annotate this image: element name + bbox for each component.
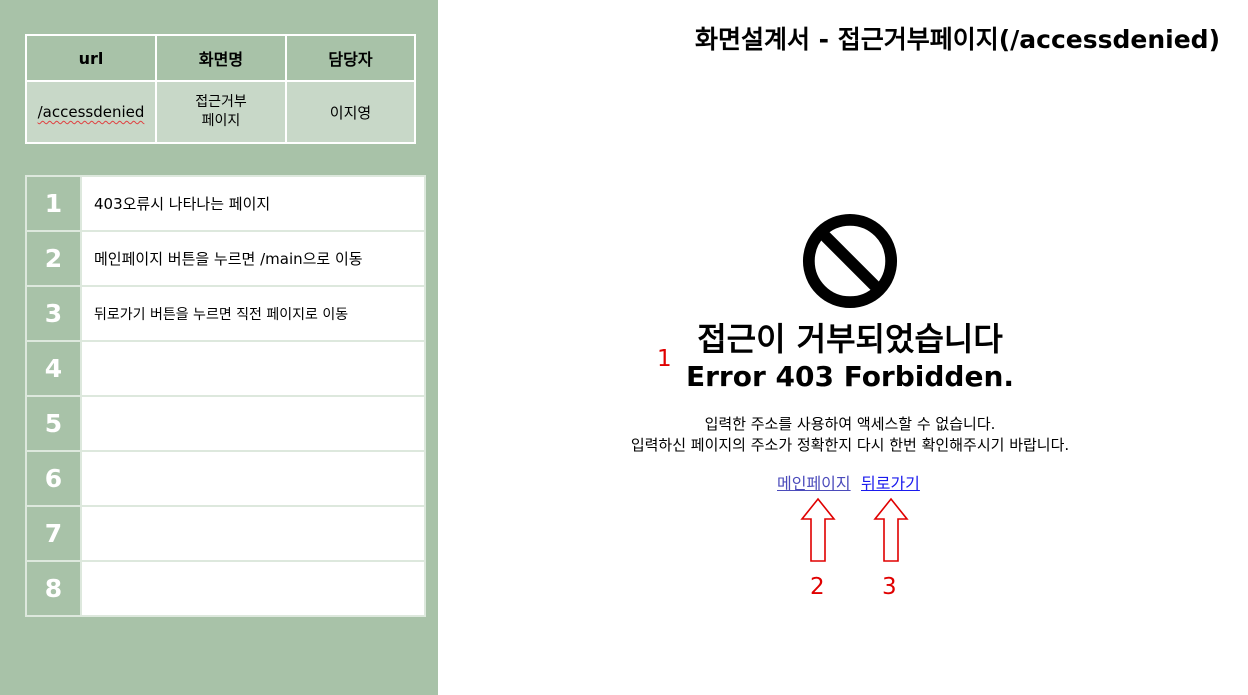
info-screen-name-cell: 접근거부 페이지 [155, 80, 287, 144]
description-text [80, 340, 426, 397]
description-number: 8 [25, 560, 82, 617]
page-title: 화면설계서 - 접근거부페이지(/accessdenied) [695, 20, 1220, 56]
annotation-marker-2: 2 [810, 574, 825, 600]
description-number: 3 [25, 285, 82, 342]
info-screen-name-line2: 페이지 [201, 113, 241, 129]
description-row: 6 [25, 450, 426, 507]
info-header-owner: 담당자 [285, 34, 416, 82]
description-number: 5 [25, 395, 82, 452]
annotation-marker-3: 3 [882, 574, 897, 600]
error-message-line1: 입력한 주소를 사용하여 액세스할 수 없습니다. [704, 415, 996, 433]
info-url-value: /accessdenied [37, 103, 145, 121]
description-text: 뒤로가기 버튼을 누르면 직전 페이지로 이동 [80, 285, 426, 342]
sidebar-panel: url 화면명 담당자 /accessdenied 접근거부 페이지 이지영 1… [0, 0, 438, 695]
screen-info-table: url 화면명 담당자 /accessdenied 접근거부 페이지 이지영 [25, 34, 416, 144]
info-header-screen-name: 화면명 [155, 34, 287, 82]
description-text [80, 450, 426, 507]
arrow-up-icon [873, 497, 909, 562]
description-row: 8 [25, 560, 426, 617]
annotation-marker-1: 1 [657, 346, 672, 372]
go-back-link[interactable]: 뒤로가기 [861, 474, 920, 493]
page-title-text: 화면설계서 - 접근거부페이지(/accessdenied) [694, 25, 1220, 54]
info-header-url: url [25, 34, 157, 82]
info-header-row: url 화면명 담당자 [25, 34, 416, 82]
error-403-heading: Error 403 Forbidden. [685, 360, 1015, 393]
description-text: 403오류시 나타나는 페이지 [80, 175, 426, 232]
error-message-line2: 입력하신 페이지의 주소가 정확한지 다시 한번 확인해주시기 바랍니다. [630, 436, 1070, 454]
info-owner-cell: 이지영 [285, 80, 416, 144]
info-body-row: /accessdenied 접근거부 페이지 이지영 [25, 80, 416, 144]
description-number: 4 [25, 340, 82, 397]
description-row: 5 [25, 395, 426, 452]
description-text [80, 505, 426, 562]
description-number: 6 [25, 450, 82, 507]
description-row: 1 403오류시 나타나는 페이지 [25, 175, 426, 232]
arrow-up-icon [800, 497, 836, 562]
description-row: 3 뒤로가기 버튼을 누르면 직전 페이지로 이동 [25, 285, 426, 342]
description-number: 1 [25, 175, 82, 232]
main-page-link[interactable]: 메인페이지 [777, 474, 851, 493]
info-url-cell: /accessdenied [25, 80, 157, 144]
description-text: 메인페이지 버튼을 누르면 /main으로 이동 [80, 230, 426, 287]
description-row: 4 [25, 340, 426, 397]
description-text [80, 560, 426, 617]
description-number: 7 [25, 505, 82, 562]
description-row: 7 [25, 505, 426, 562]
description-table: 1 403오류시 나타나는 페이지 2 메인페이지 버튼을 누르면 /main으… [25, 175, 426, 617]
description-number: 2 [25, 230, 82, 287]
description-row: 2 메인페이지 버튼을 누르면 /main으로 이동 [25, 230, 426, 287]
no-entry-icon [802, 213, 898, 309]
description-text [80, 395, 426, 452]
info-screen-name-line1: 접근거부 [195, 94, 247, 110]
access-denied-heading: 접근이 거부되었습니다 [697, 320, 1003, 358]
